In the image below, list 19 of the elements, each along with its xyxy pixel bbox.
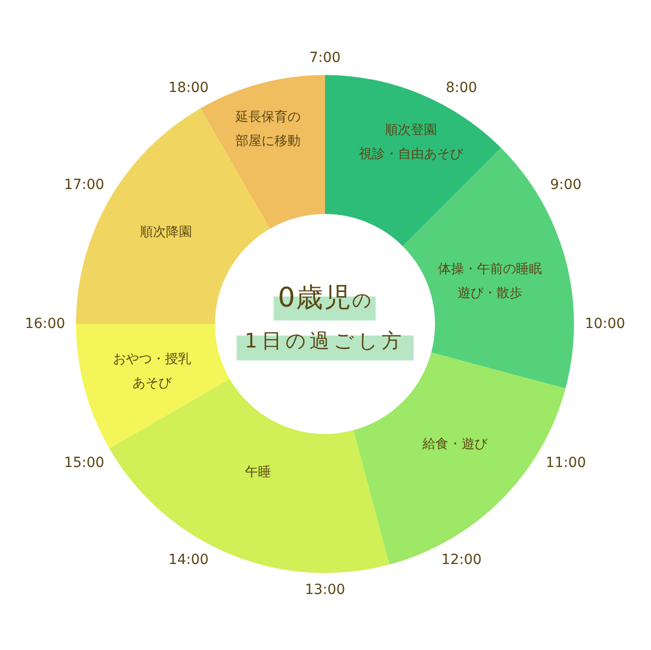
time-label: 7:00 — [309, 50, 341, 66]
time-label: 15:00 — [64, 455, 104, 472]
slice-label: 午睡 — [245, 464, 271, 482]
time-label: 17:00 — [64, 176, 104, 193]
time-label: 8:00 — [446, 80, 478, 96]
time-label: 16:00 — [24, 316, 66, 332]
time-label: 10:00 — [584, 316, 626, 332]
slice-label: 順次登園視診・自由あそび — [359, 122, 463, 164]
time-label: 9:00 — [550, 176, 582, 193]
time-label: 12:00 — [441, 552, 482, 568]
time-label: 11:00 — [546, 455, 586, 472]
slice-label: 延長保育の部屋に移動 — [236, 108, 300, 151]
slice-label: 順次降園 — [140, 224, 192, 242]
slice-label: おやつ・授乳あそび — [113, 351, 191, 393]
time-label: 14:00 — [168, 552, 209, 568]
time-label: 18:00 — [168, 80, 209, 96]
slice-label: 給食・遊び — [422, 436, 488, 454]
time-label: 13:00 — [304, 582, 346, 598]
slice-label: 体操・午前の睡眠遊び・散歩 — [438, 261, 542, 303]
